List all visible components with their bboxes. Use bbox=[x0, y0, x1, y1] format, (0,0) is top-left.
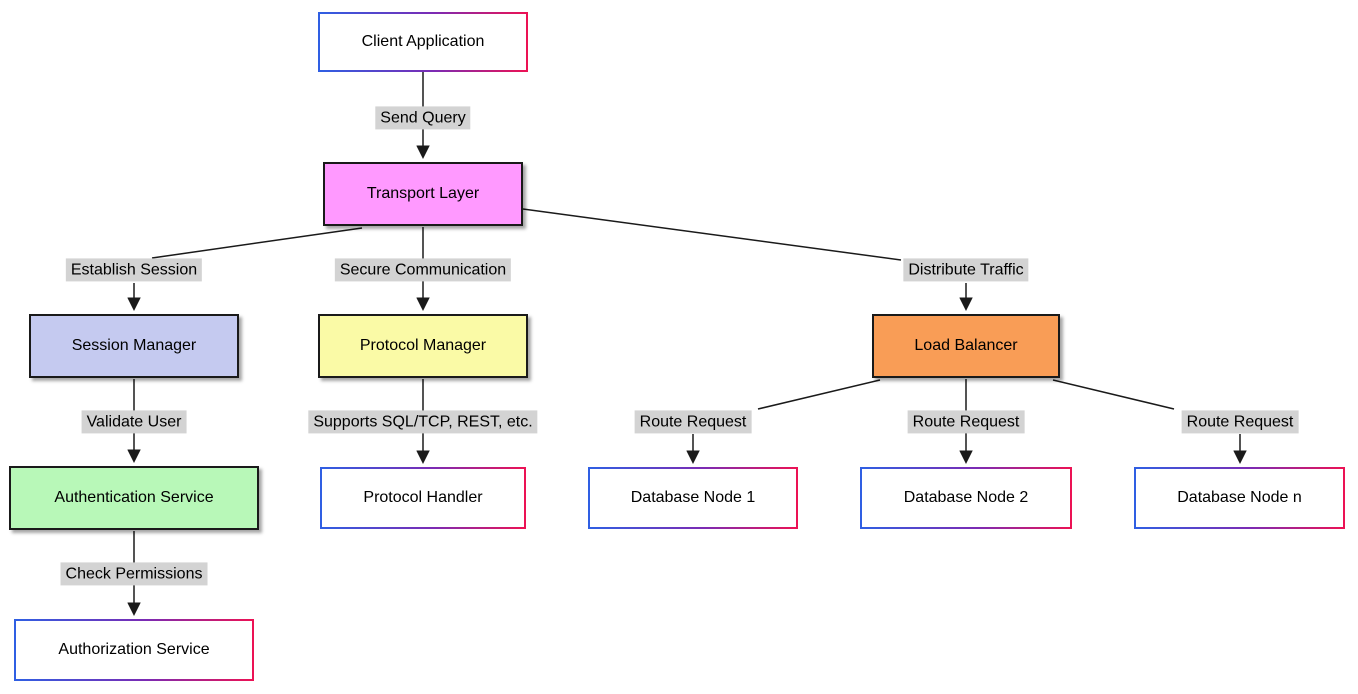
edge-label-establish-session: Establish Session bbox=[65, 258, 203, 282]
node-authentication-service: Authentication Service bbox=[9, 466, 259, 530]
node-label: Load Balancer bbox=[914, 337, 1018, 354]
edge-label-send-query: Send Query bbox=[375, 106, 471, 130]
node-label: Authorization Service bbox=[58, 641, 210, 658]
edge-label-route-request-1: Route Request bbox=[634, 410, 752, 434]
node-label: Protocol Handler bbox=[363, 489, 483, 506]
node-label: Client Application bbox=[361, 33, 485, 50]
node-label: Protocol Manager bbox=[359, 337, 487, 354]
node-session-manager: Session Manager bbox=[29, 314, 239, 378]
node-authorization-service: Authorization Service bbox=[14, 619, 254, 681]
node-protocol-manager: Protocol Manager bbox=[318, 314, 528, 378]
node-label: Transport Layer bbox=[366, 185, 480, 202]
node-label: Database Node 2 bbox=[903, 489, 1029, 506]
node-label: Database Node n bbox=[1177, 489, 1302, 506]
node-label: Database Node 1 bbox=[630, 489, 756, 506]
node-label: Session Manager bbox=[71, 337, 197, 354]
edge-label-route-request-2: Route Request bbox=[907, 410, 1025, 434]
node-database-node-2: Database Node 2 bbox=[860, 467, 1072, 529]
node-database-node-1: Database Node 1 bbox=[588, 467, 798, 529]
edge-label-route-request-3: Route Request bbox=[1181, 410, 1299, 434]
node-label: Authentication Service bbox=[54, 489, 214, 506]
node-protocol-handler: Protocol Handler bbox=[320, 467, 526, 529]
edge-label-check-permissions: Check Permissions bbox=[60, 562, 208, 586]
edge-label-distribute-traffic: Distribute Traffic bbox=[903, 258, 1029, 282]
edge-label-supports-protocols: Supports SQL/TCP, REST, etc. bbox=[308, 410, 538, 434]
node-transport-layer: Transport Layer bbox=[323, 162, 523, 226]
node-load-balancer: Load Balancer bbox=[872, 314, 1060, 378]
node-client-application: Client Application bbox=[318, 12, 528, 72]
edge-label-validate-user: Validate User bbox=[81, 410, 187, 434]
node-database-node-n: Database Node n bbox=[1134, 467, 1345, 529]
edge-label-secure-communication: Secure Communication bbox=[334, 258, 512, 282]
